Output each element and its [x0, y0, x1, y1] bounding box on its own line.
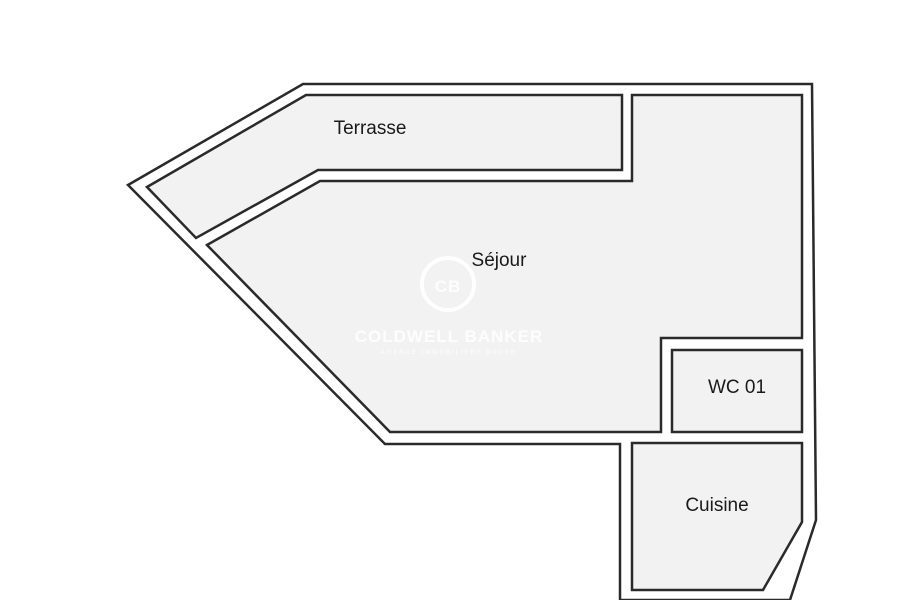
watermark-logo: CB COLDWELL BANKER AGENCE IMMOBILIÈRE BA…	[355, 256, 543, 356]
label-sejour: Séjour	[472, 250, 528, 271]
watermark-tagline: AGENCE IMMOBILIÈRE BAUER	[381, 349, 518, 356]
watermark-monogram: CB	[435, 277, 462, 296]
label-wc: WC 01	[708, 377, 766, 398]
room-sejour	[204, 93, 804, 434]
room-terrasse	[144, 93, 624, 240]
room-cuisine	[630, 441, 804, 592]
label-cuisine: Cuisine	[685, 495, 748, 516]
watermark-monogram-ring	[420, 256, 476, 312]
watermark-brand: COLDWELL BANKER	[355, 327, 543, 346]
room-wc	[670, 348, 804, 434]
label-terrasse: Terrasse	[334, 118, 407, 139]
